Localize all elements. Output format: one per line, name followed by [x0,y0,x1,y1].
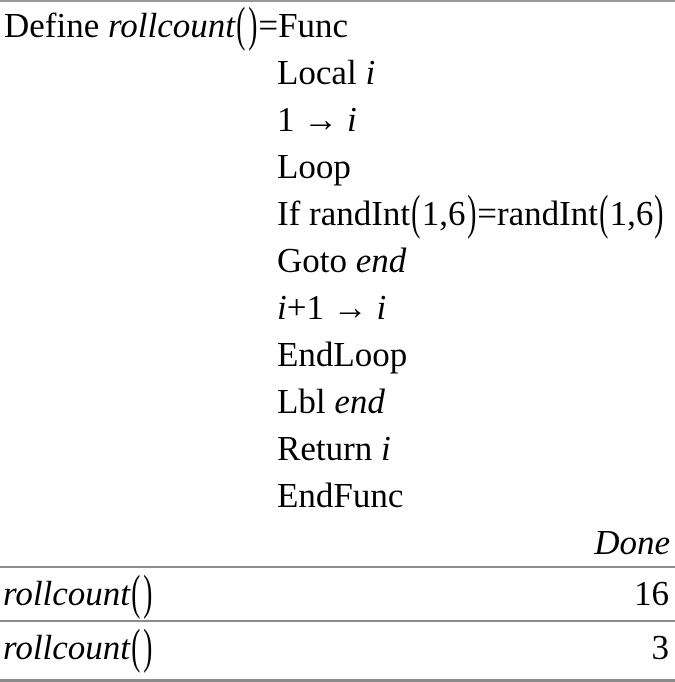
code-segment: Loop [277,147,351,186]
history-entry[interactable]: rollcount() 3 [0,619,675,674]
ti-paren-glyph: ) [247,0,258,52]
ti-paren-glyph: ) [142,565,153,620]
code-line: Local i [0,49,675,96]
code-segment: 1,6 [421,194,466,233]
ti-paren-glyph: ) [654,185,664,240]
code-segment: Lbl [277,382,335,421]
code-segment: Goto [277,241,356,280]
code-line: If randInt(1,6)=randInt(1,6) [0,186,675,240]
code-segment: 1,6 [609,194,654,233]
code-segment: i [347,100,357,139]
history-expression[interactable]: rollcount() [3,565,153,619]
code-segment: Return [277,429,382,468]
ti-paren-glyph: ( [236,0,246,52]
ti-parenthesis: ( [410,186,422,240]
store-arrow: → [323,288,377,327]
history-result[interactable]: 3 [651,628,670,667]
code-segment: EndFunc [277,476,404,515]
code-segment: rollcount [3,628,131,667]
code-segment: i [376,288,387,327]
code-segment: EndLoop [277,335,408,374]
code-segment: i [365,53,376,92]
code-line: i+1 → i [0,284,675,331]
code-segment: Local [277,53,366,92]
history-expression[interactable]: rollcount() [3,619,153,673]
code-line: Lbl end [0,378,675,425]
ti-parenthesis: () [130,619,153,673]
code-line: Loop [0,143,675,190]
code-line: 1 → i [0,96,675,143]
code-segment: rollcount [3,574,131,613]
ti-paren-glyph: ( [599,185,609,240]
ti-paren-glyph: ) [142,619,153,674]
code-segment: Define [4,6,108,45]
ti-paren-glyph: ( [131,565,141,620]
history-entry[interactable]: rollcount() 16 [0,565,675,620]
store-arrow: → [294,100,347,139]
ti-parenthesis: ) [653,186,665,240]
program-result[interactable]: Done [594,523,670,562]
ti-parenthesis: ) [466,186,478,240]
code-line: EndFunc [0,472,675,519]
ti-parenthesis: ( [598,186,610,240]
code-line: EndLoop [0,331,675,378]
code-line: Define rollcount()=Func [0,2,675,51]
code-segment: If randInt [277,194,411,233]
ti-parenthesis: () [235,2,258,51]
ti-paren-glyph: ( [131,619,141,674]
code-segment: end [355,241,407,280]
ti-paren-glyph: ( [411,185,421,240]
code-line: Return i [0,425,675,472]
code-segment: =randInt [477,194,599,233]
ti-paren-glyph: ) [466,185,476,240]
code-segment: i [381,429,391,468]
code-segment: =Func [258,6,349,45]
code-segment: end [334,382,385,421]
code-segment: rollcount [107,6,236,45]
code-segment: 1 [277,100,295,139]
history-result[interactable]: 16 [634,574,669,613]
code-line: Goto end [0,237,675,284]
ti-parenthesis: () [130,565,153,619]
code-segment: +1 [286,288,324,327]
code-segment: i [277,288,287,327]
